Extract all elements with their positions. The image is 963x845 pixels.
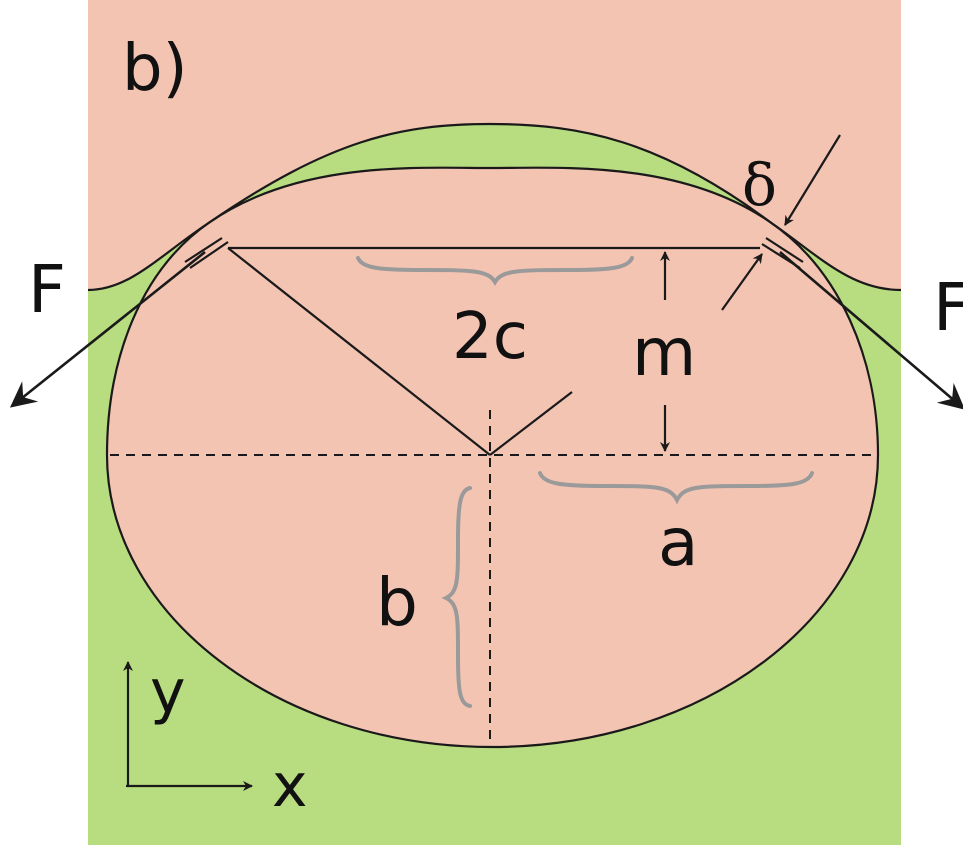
force-arrow-left	[9, 250, 206, 408]
delta-arrow-in	[784, 134, 841, 226]
a-label: a	[658, 504, 698, 581]
upper-interface-line	[87, 122, 902, 292]
brace-b	[441, 486, 472, 708]
inclusion-ellipse	[107, 167, 878, 747]
panel-label: b)	[122, 32, 188, 106]
y-axis-label: y	[150, 657, 186, 727]
force-arrow-right	[779, 251, 963, 410]
force-right-label: F	[933, 269, 963, 346]
brace-2c	[356, 256, 634, 286]
two-c-label: 2c	[452, 300, 528, 374]
x-axis-label: x	[272, 751, 308, 821]
m-label: m	[632, 314, 696, 391]
upper-material	[88, 0, 901, 290]
v-line-right	[489, 391, 573, 456]
delta-arrow-out	[721, 253, 763, 311]
ellipse-outline	[105, 166, 880, 749]
delta-label: δ	[742, 151, 777, 219]
b-label: b	[376, 564, 418, 641]
force-left-label: F	[28, 251, 66, 328]
brace-a	[538, 471, 814, 505]
v-line-left	[227, 247, 491, 456]
crack-edge-left	[184, 237, 229, 269]
